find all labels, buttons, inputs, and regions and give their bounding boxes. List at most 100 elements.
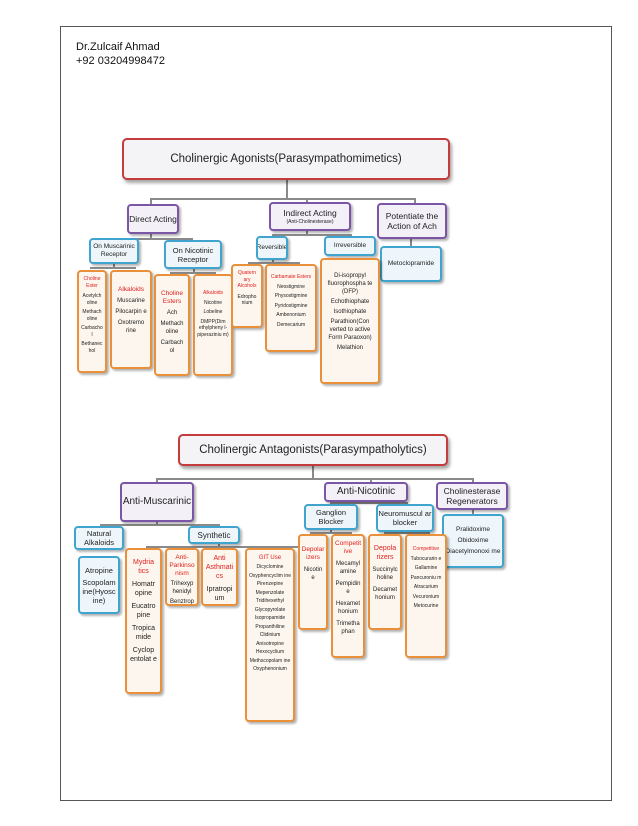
quaternary-alcohols-box: Quatern ary Alcohols Edropho nium	[231, 264, 263, 328]
reversible-node: Reversible	[256, 236, 288, 260]
drug-anisotropine: Anisotropine	[256, 640, 284, 647]
depolarizers-nm-box: Depola rizers Succinylc holine Decamet h…	[368, 534, 402, 630]
anti-muscarinic-label: Anti-Muscarinic	[122, 496, 192, 507]
anti-muscarinic-node: Anti-Muscarinic	[120, 482, 194, 522]
drug-glycopyrolate: Glycopyrolate	[254, 606, 286, 613]
metoclopramide-node: Metoclopramide	[380, 246, 442, 282]
drug-hexamethonium: Hexamet honium	[335, 601, 360, 615]
alkaloids-n-heading: Alkaloids	[202, 290, 223, 296]
drug-physostigmine: Physostigmine	[274, 293, 308, 299]
antagonists-root: Cholinergic Antagonists(Parasympatholyti…	[178, 434, 448, 466]
drug-cyclopentolate: Cyclop entolat e	[130, 647, 157, 663]
choline-ester-muscarinic-box: Choline Ester Acetylch oline Methach oli…	[77, 270, 107, 373]
drug-bethanechol: Bethanec hol	[81, 341, 103, 354]
mydriatics-heading: Mydria tics	[132, 559, 154, 575]
drug-ach: Ach	[166, 310, 178, 316]
competitive-nm-box: Competitive Tubocurarin e Gallamine Panc…	[405, 534, 447, 658]
drug-carbachol: Carbacho l	[81, 325, 103, 338]
potentiate-label: Potentiate the Action of Ach	[385, 211, 439, 231]
drug-neostigmine: Neostigmine	[277, 283, 305, 290]
anti-asthmatics-heading: Anti Asthmati cs	[205, 555, 234, 580]
natural-alkaloids-label: Natural Alkaloids	[83, 529, 114, 547]
depolarizers-g-heading: Depolar izers	[301, 546, 325, 561]
drug-benztropine: Benztrop ine	[169, 599, 194, 605]
drug-pilocarpine: Pilocarpin e	[115, 309, 147, 315]
author-phone: +92 03204998472	[76, 55, 166, 67]
depolarizers-ganglion-box: Depolar izers Nicotin e	[298, 534, 328, 630]
drug-succinylcholine: Succinylc holine	[372, 567, 398, 581]
drug-homatropine: Homatr opine	[132, 581, 155, 597]
drug-pyridostigmine: Pyridostigmine	[274, 302, 308, 309]
indirect-acting-sub: (Anti-Cholinesterase)	[286, 218, 334, 225]
ganglion-blocker-node: Ganglion Blocker	[304, 504, 358, 530]
drug-tropicamide: Tropica mide	[131, 625, 156, 641]
drug-decamethonium: Decamet honium	[372, 587, 397, 601]
drug-carbachol-n: Carbach ol	[160, 340, 184, 354]
anti-nicotinic-node: Anti-Nicotinic	[324, 482, 408, 502]
drug-ipratropium: Ipratropi um	[206, 586, 233, 602]
agonists-root-label: Cholinergic Agonists(Parasympathomimetic…	[170, 153, 402, 165]
drug-nicotine-g: Nicotin e	[303, 567, 323, 581]
irreversible-node: Irreversible	[324, 236, 376, 256]
git-use-box: GIT Use Dicyclomine Oxyphencyclim ine Pi…	[245, 548, 295, 722]
drug-gallamine: Gallamine	[414, 565, 438, 571]
direct-acting-node: Direct Acting	[127, 204, 179, 234]
drug-methacholine: Methach oline	[82, 309, 102, 322]
organophosphates-box: Di-isopropyl fluorophospha te (DFP) Echo…	[320, 258, 380, 384]
drug-metocurine: Metocurine	[413, 603, 439, 609]
depolarizers-n-heading: Depola rizers	[373, 545, 397, 561]
choline-esters-nicotinic-box: Choline Esters Ach Methach oline Carbach…	[154, 274, 190, 376]
competitive-ganglion-box: Competit ive Mecamyl amine Pempidin e He…	[331, 534, 365, 658]
drug-mecamylamine: Mecamyl amine	[335, 561, 360, 575]
competitive-n-heading: Competitive	[412, 546, 440, 552]
ganglion-blocker-label: Ganglion Blocker	[315, 508, 347, 526]
author-block: Dr.Zulcaif Ahmad +92 03204998472	[76, 40, 165, 68]
synthetic-node: Synthetic	[188, 526, 240, 544]
drug-lobeline: Lobeline	[203, 309, 223, 315]
drug-pancuronium: Pancuroniu m	[410, 574, 442, 581]
muscarinic-receptor-label: On Muscarinic Receptor	[93, 243, 135, 258]
quaternary-heading: Quatern ary Alcohols	[237, 270, 257, 289]
drug-oxyphencyclimine: Oxyphencyclim ine	[249, 572, 291, 579]
agonists-root: Cholinergic Agonists(Parasympathomimetic…	[122, 138, 450, 180]
nicotinic-receptor-node: On Nicotinic Receptor	[164, 240, 222, 269]
drug-mepenzolate: Mepenzolate	[255, 589, 285, 596]
drug-pirenzepine: Pirenzepine	[256, 581, 284, 587]
drug-muscarine: Muscarine	[117, 298, 145, 304]
drug-oxotremorine: Oxotremo rine	[117, 320, 145, 334]
drug-pempidine: Pempidin e	[335, 581, 361, 595]
drug-nicotine: Nicotine	[203, 299, 223, 306]
drug-propanthiline: Propanthiline	[255, 623, 285, 630]
direct-acting-label: Direct Acting	[129, 214, 177, 224]
drug-clidinium: Clidinium	[259, 632, 281, 638]
neuromuscular-blocker-node: Neuromuscul ar blocker	[376, 504, 434, 532]
drug-methacholine-n: Methach oline	[160, 321, 184, 335]
drug-echothiophate: Echothiophate	[330, 299, 370, 305]
drug-dfp: Di-isopropyl fluorophospha te (DFP)	[327, 273, 373, 295]
drug-parathion: Parathion(Con verted to active Form Para…	[328, 319, 372, 341]
drug-atropine: Atropine	[85, 565, 113, 575]
author-name: Dr.Zulcaif Ahmad	[76, 41, 160, 53]
indirect-acting-label: Indirect Acting	[283, 207, 337, 218]
drug-atracurium: Atracurium	[413, 584, 439, 590]
carbamate-esters-box: Carbamate Esters Neostigmine Physostigmi…	[265, 264, 317, 352]
anti-parkinsonism-heading: Anti-Parkinso nism	[169, 554, 195, 577]
anti-nicotinic-label: Anti-Nicotinic	[336, 486, 396, 497]
reversible-label: Reversible	[256, 244, 288, 251]
carbamate-heading: Carbamate Esters	[270, 274, 312, 280]
drug-diacetylmonoxime: Diacetylmonoxi me	[445, 548, 501, 555]
choline-esters-heading: Choline Esters	[160, 290, 184, 305]
drug-melathion: Melathion	[336, 345, 363, 351]
natural-alkaloids-node: Natural Alkaloids	[74, 526, 124, 550]
cholinesterase-regenerators-node: Cholinesterase Regenerators	[436, 482, 508, 510]
drug-ambenonium: Ambenonium	[276, 312, 306, 318]
antagonists-root-label: Cholinergic Antagonists(Parasympatholyti…	[199, 444, 427, 456]
drug-methscopolamine: Methscopolam ine	[249, 657, 291, 664]
drug-dmpp: DMPP(Dim ethylpheny l-piperaziniu m)	[197, 318, 229, 338]
drug-oxyphenonium: Oxyphenonium	[253, 666, 287, 672]
drug-tridihexethyl: Tridihexethyl	[255, 598, 285, 604]
synthetic-label: Synthetic	[197, 530, 231, 540]
metoclopramide-label: Metoclopramide	[387, 260, 435, 267]
page-border	[60, 26, 612, 801]
drug-isothiophate: Isothiophate	[333, 309, 367, 315]
